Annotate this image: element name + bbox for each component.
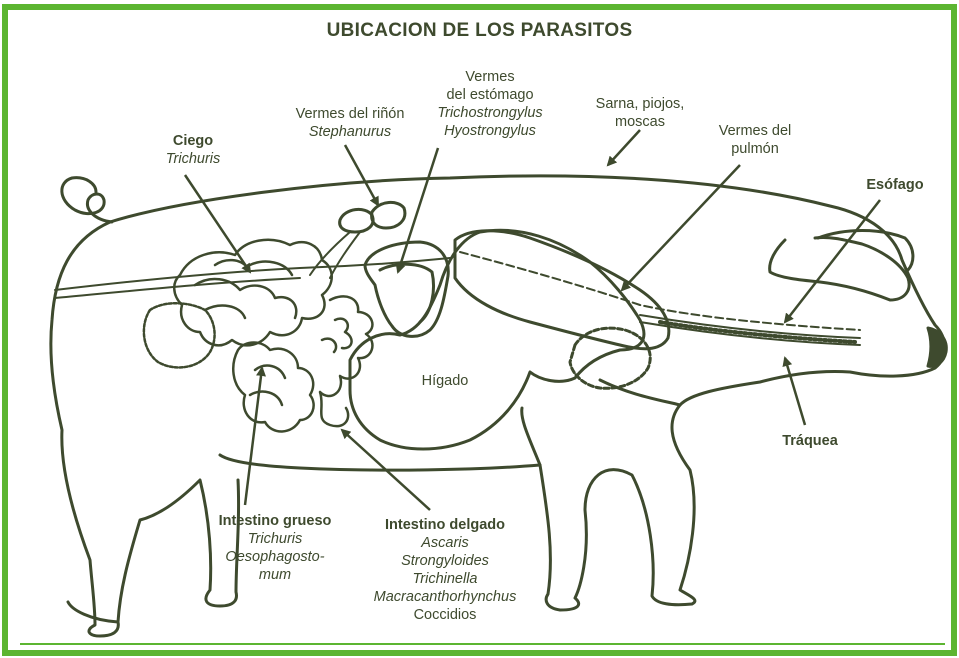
label-higado-text: Hígado	[410, 372, 480, 390]
large-intestine	[174, 240, 332, 345]
diagram-title: UBICACION DE LOS PARASITOS	[0, 20, 959, 42]
arrow-sarna	[608, 130, 640, 165]
cecum	[144, 303, 215, 367]
lung	[455, 231, 669, 349]
label-estomago: Vermes del estómago Trichostrongylus Hyo…	[410, 68, 570, 140]
arrow-traquea	[785, 358, 805, 425]
colon-loops	[233, 343, 313, 432]
label-grueso-heading: Intestino grueso	[200, 512, 350, 530]
pig-front-leg-line	[600, 380, 680, 405]
stomach	[365, 242, 448, 336]
label-ciego-parasite: Trichuris	[148, 150, 238, 168]
label-ciego-heading: Ciego	[148, 132, 238, 150]
pig-snout-tip	[928, 328, 946, 366]
arrow-esofago	[785, 200, 880, 322]
label-delgado-parasite-4: Macracanthorhynchus	[355, 588, 535, 606]
ureter	[310, 232, 360, 278]
label-rinon-heading: Vermes del riñón	[270, 105, 430, 123]
arrow-rinon	[345, 145, 378, 205]
label-pulmon-line-2: pulmón	[700, 140, 810, 158]
trachea-rings	[660, 322, 855, 342]
kidney-left	[340, 209, 373, 232]
label-delgado-parasite-1: Ascaris	[355, 534, 535, 552]
label-estomago-parasite-2: Hyostrongylus	[410, 122, 570, 140]
label-delgado-parasite-5: Coccidios	[355, 606, 535, 624]
label-traquea: Tráquea	[770, 432, 850, 450]
label-sarna-line-2: moscas	[575, 113, 705, 131]
label-sarna-line-1: Sarna, piojos,	[575, 95, 705, 113]
label-delgado-parasite-3: Trichinella	[355, 570, 535, 588]
label-grueso-parasite-1: Trichuris	[200, 530, 350, 548]
pig-tail	[62, 178, 112, 222]
label-estomago-heading2: del estómago	[410, 86, 570, 104]
label-pulmon: Vermes del pulmón	[700, 122, 810, 158]
label-rinon-parasite: Stephanurus	[270, 123, 430, 141]
arrow-pulmon	[622, 165, 740, 290]
pig-belly	[220, 455, 540, 470]
kidney-right	[372, 202, 405, 228]
pig-ear	[770, 237, 909, 300]
small-intestine	[320, 296, 372, 426]
label-rinon: Vermes del riñón Stephanurus	[270, 105, 430, 141]
label-esofago: Esófago	[855, 176, 935, 194]
label-estomago-heading: Vermes	[410, 68, 570, 86]
label-pulmon-line-1: Vermes del	[700, 122, 810, 140]
label-higado: Hígado	[410, 372, 480, 390]
label-esofago-heading: Esófago	[855, 176, 935, 194]
arrow-grueso	[245, 368, 262, 505]
label-grueso: Intestino grueso Trichuris Oesophagosto-…	[200, 512, 350, 584]
label-traquea-heading: Tráquea	[770, 432, 850, 450]
label-delgado: Intestino delgado Ascaris Strongyloides …	[355, 516, 535, 624]
label-grueso-parasite-2: Oesophagosto-	[200, 548, 350, 566]
label-ciego: Ciego Trichuris	[148, 132, 238, 168]
label-delgado-heading: Intestino delgado	[355, 516, 535, 534]
label-delgado-parasite-2: Strongyloides	[355, 552, 535, 570]
heart	[570, 328, 650, 388]
label-sarna: Sarna, piojos, moscas	[575, 95, 705, 131]
label-estomago-parasite-1: Trichostrongylus	[410, 104, 570, 122]
arrow-ciego	[185, 175, 250, 272]
label-grueso-parasite-3: mum	[200, 566, 350, 584]
